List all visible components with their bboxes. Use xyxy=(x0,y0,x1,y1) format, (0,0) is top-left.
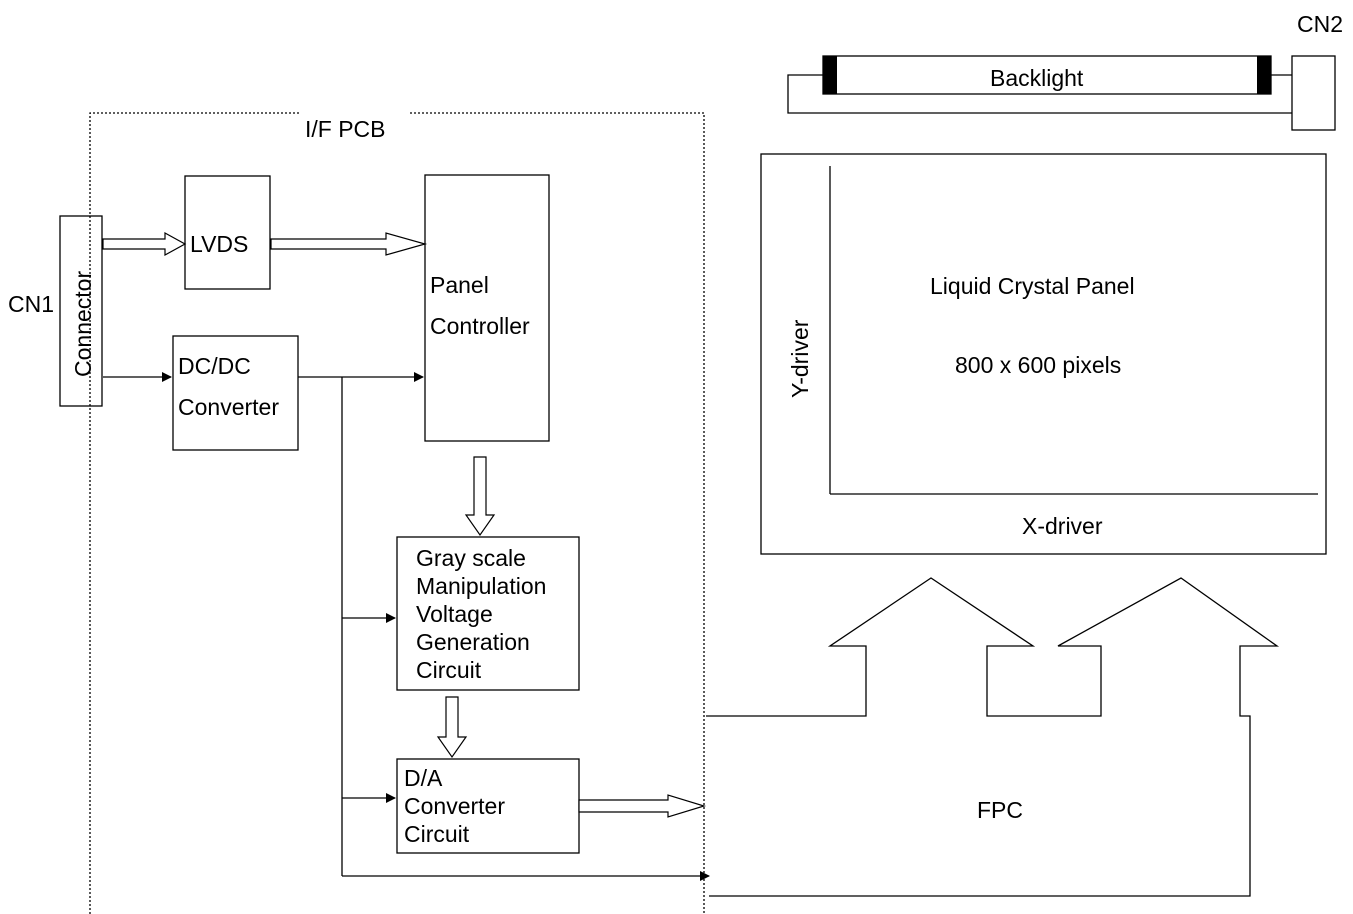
lvds-label: LVDS xyxy=(190,231,248,257)
lcp-title: Liquid Crystal Panel xyxy=(930,273,1135,299)
grayscale-label-2: Manipulation xyxy=(416,573,546,599)
x-driver-label: X-driver xyxy=(1022,513,1103,539)
grayscale-label-1: Gray scale xyxy=(416,545,526,571)
connector-box xyxy=(59,215,103,407)
connector-label: Connector xyxy=(70,271,96,377)
cn1-label: CN1 xyxy=(8,291,54,317)
grayscale-label-5: Circuit xyxy=(416,657,482,683)
da-label-2: Converter xyxy=(404,793,505,819)
backlight-right-electrode xyxy=(1257,56,1271,94)
lvds-box xyxy=(184,175,271,290)
backlight-label: Backlight xyxy=(990,65,1084,91)
dcdc-converter-box xyxy=(172,335,299,451)
bus-arrow-controller-to-grayscale xyxy=(464,456,496,537)
lcp-pixels: 800 x 600 pixels xyxy=(955,352,1121,378)
dcdc-label-1: DC/DC xyxy=(178,353,251,379)
lcd-module-box xyxy=(760,153,1327,555)
cn2-connector-box xyxy=(1291,55,1336,131)
bus-arrow-lvds-to-controller xyxy=(270,232,428,256)
backlight-wire-left xyxy=(787,74,1292,114)
grayscale-label-3: Voltage xyxy=(416,601,493,627)
grayscale-label-4: Generation xyxy=(416,629,530,655)
fpc-outline xyxy=(706,577,1280,897)
da-label-1: D/A xyxy=(404,765,443,791)
grayscale-circuit-box xyxy=(396,536,580,691)
bus-arrow-grayscale-to-da xyxy=(436,696,468,759)
bus-arrow-da-to-fpc xyxy=(578,794,707,818)
panel-controller-label-1: Panel xyxy=(430,272,489,298)
y-driver-label: Y-driver xyxy=(787,319,813,398)
cn2-label: CN2 xyxy=(1297,11,1343,37)
panel-controller-label-2: Controller xyxy=(430,313,530,339)
fpc-label: FPC xyxy=(977,797,1023,823)
da-label-3: Circuit xyxy=(404,821,470,847)
backlight-left-electrode xyxy=(823,56,837,94)
if-pcb-label: I/F PCB xyxy=(305,116,386,142)
dcdc-label-2: Converter xyxy=(178,394,279,420)
if-pcb-boundary xyxy=(89,112,705,914)
bus-arrow-connector-to-lvds xyxy=(102,231,187,257)
panel-controller-box xyxy=(424,174,550,442)
